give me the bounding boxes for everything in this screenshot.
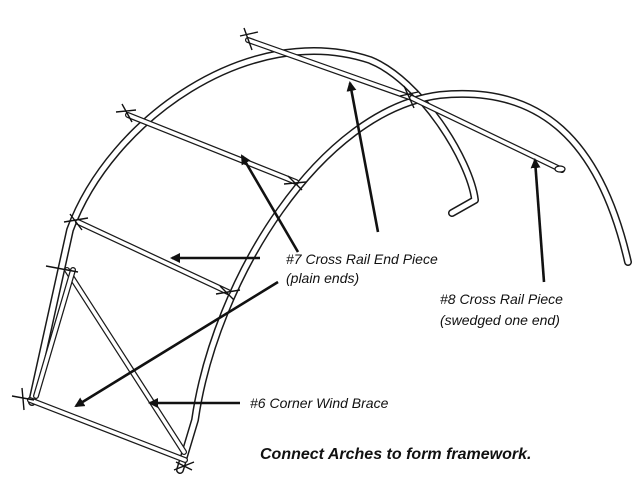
base-rail <box>27 397 188 463</box>
cross-rail-mid-lower <box>75 219 231 295</box>
arrow-to-swedged-rail <box>530 158 546 283</box>
label-cross-rail-note: (swedged one end) <box>440 312 560 328</box>
cross-rail-mid-upper <box>125 112 299 185</box>
rear-arch <box>176 89 632 474</box>
label-cross-rail-end-note: (plain ends) <box>286 270 359 286</box>
arrow-to-base-rail <box>74 280 279 408</box>
corner-wind-brace-b <box>33 267 76 399</box>
arrow-to-top-rail <box>346 81 380 233</box>
instruction-caption: Connect Arches to form framework. <box>260 446 531 463</box>
front-arch <box>28 47 479 406</box>
corner-wind-brace-a <box>64 267 187 455</box>
bolt-pins <box>11 27 419 471</box>
label-corner-brace: #6 Corner Wind Brace <box>250 395 389 411</box>
cross-rail-top <box>245 37 415 101</box>
label-cross-rail: #8 Cross Rail Piece <box>440 291 563 307</box>
swedged-end <box>554 165 566 173</box>
cross-rail-swedged <box>409 95 565 173</box>
arrow-to-mid-upper-rail <box>240 154 300 253</box>
label-cross-rail-end: #7 Cross Rail End Piece <box>286 251 438 267</box>
leader-arrows <box>74 81 546 408</box>
